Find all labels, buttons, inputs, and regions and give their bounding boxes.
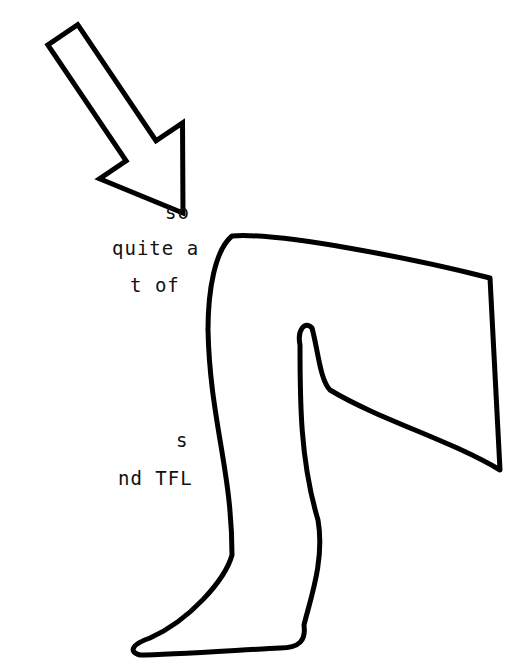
text-fragment: so — [165, 203, 190, 222]
text-fragment: nd TFL — [118, 469, 193, 488]
leg-outline — [133, 236, 500, 655]
pointer-arrow — [21, 7, 224, 241]
arrow-outline — [21, 7, 224, 241]
text-fragment: t of — [130, 276, 180, 295]
text-fragment: quite a — [112, 239, 199, 258]
text-fragment: s — [176, 431, 188, 450]
